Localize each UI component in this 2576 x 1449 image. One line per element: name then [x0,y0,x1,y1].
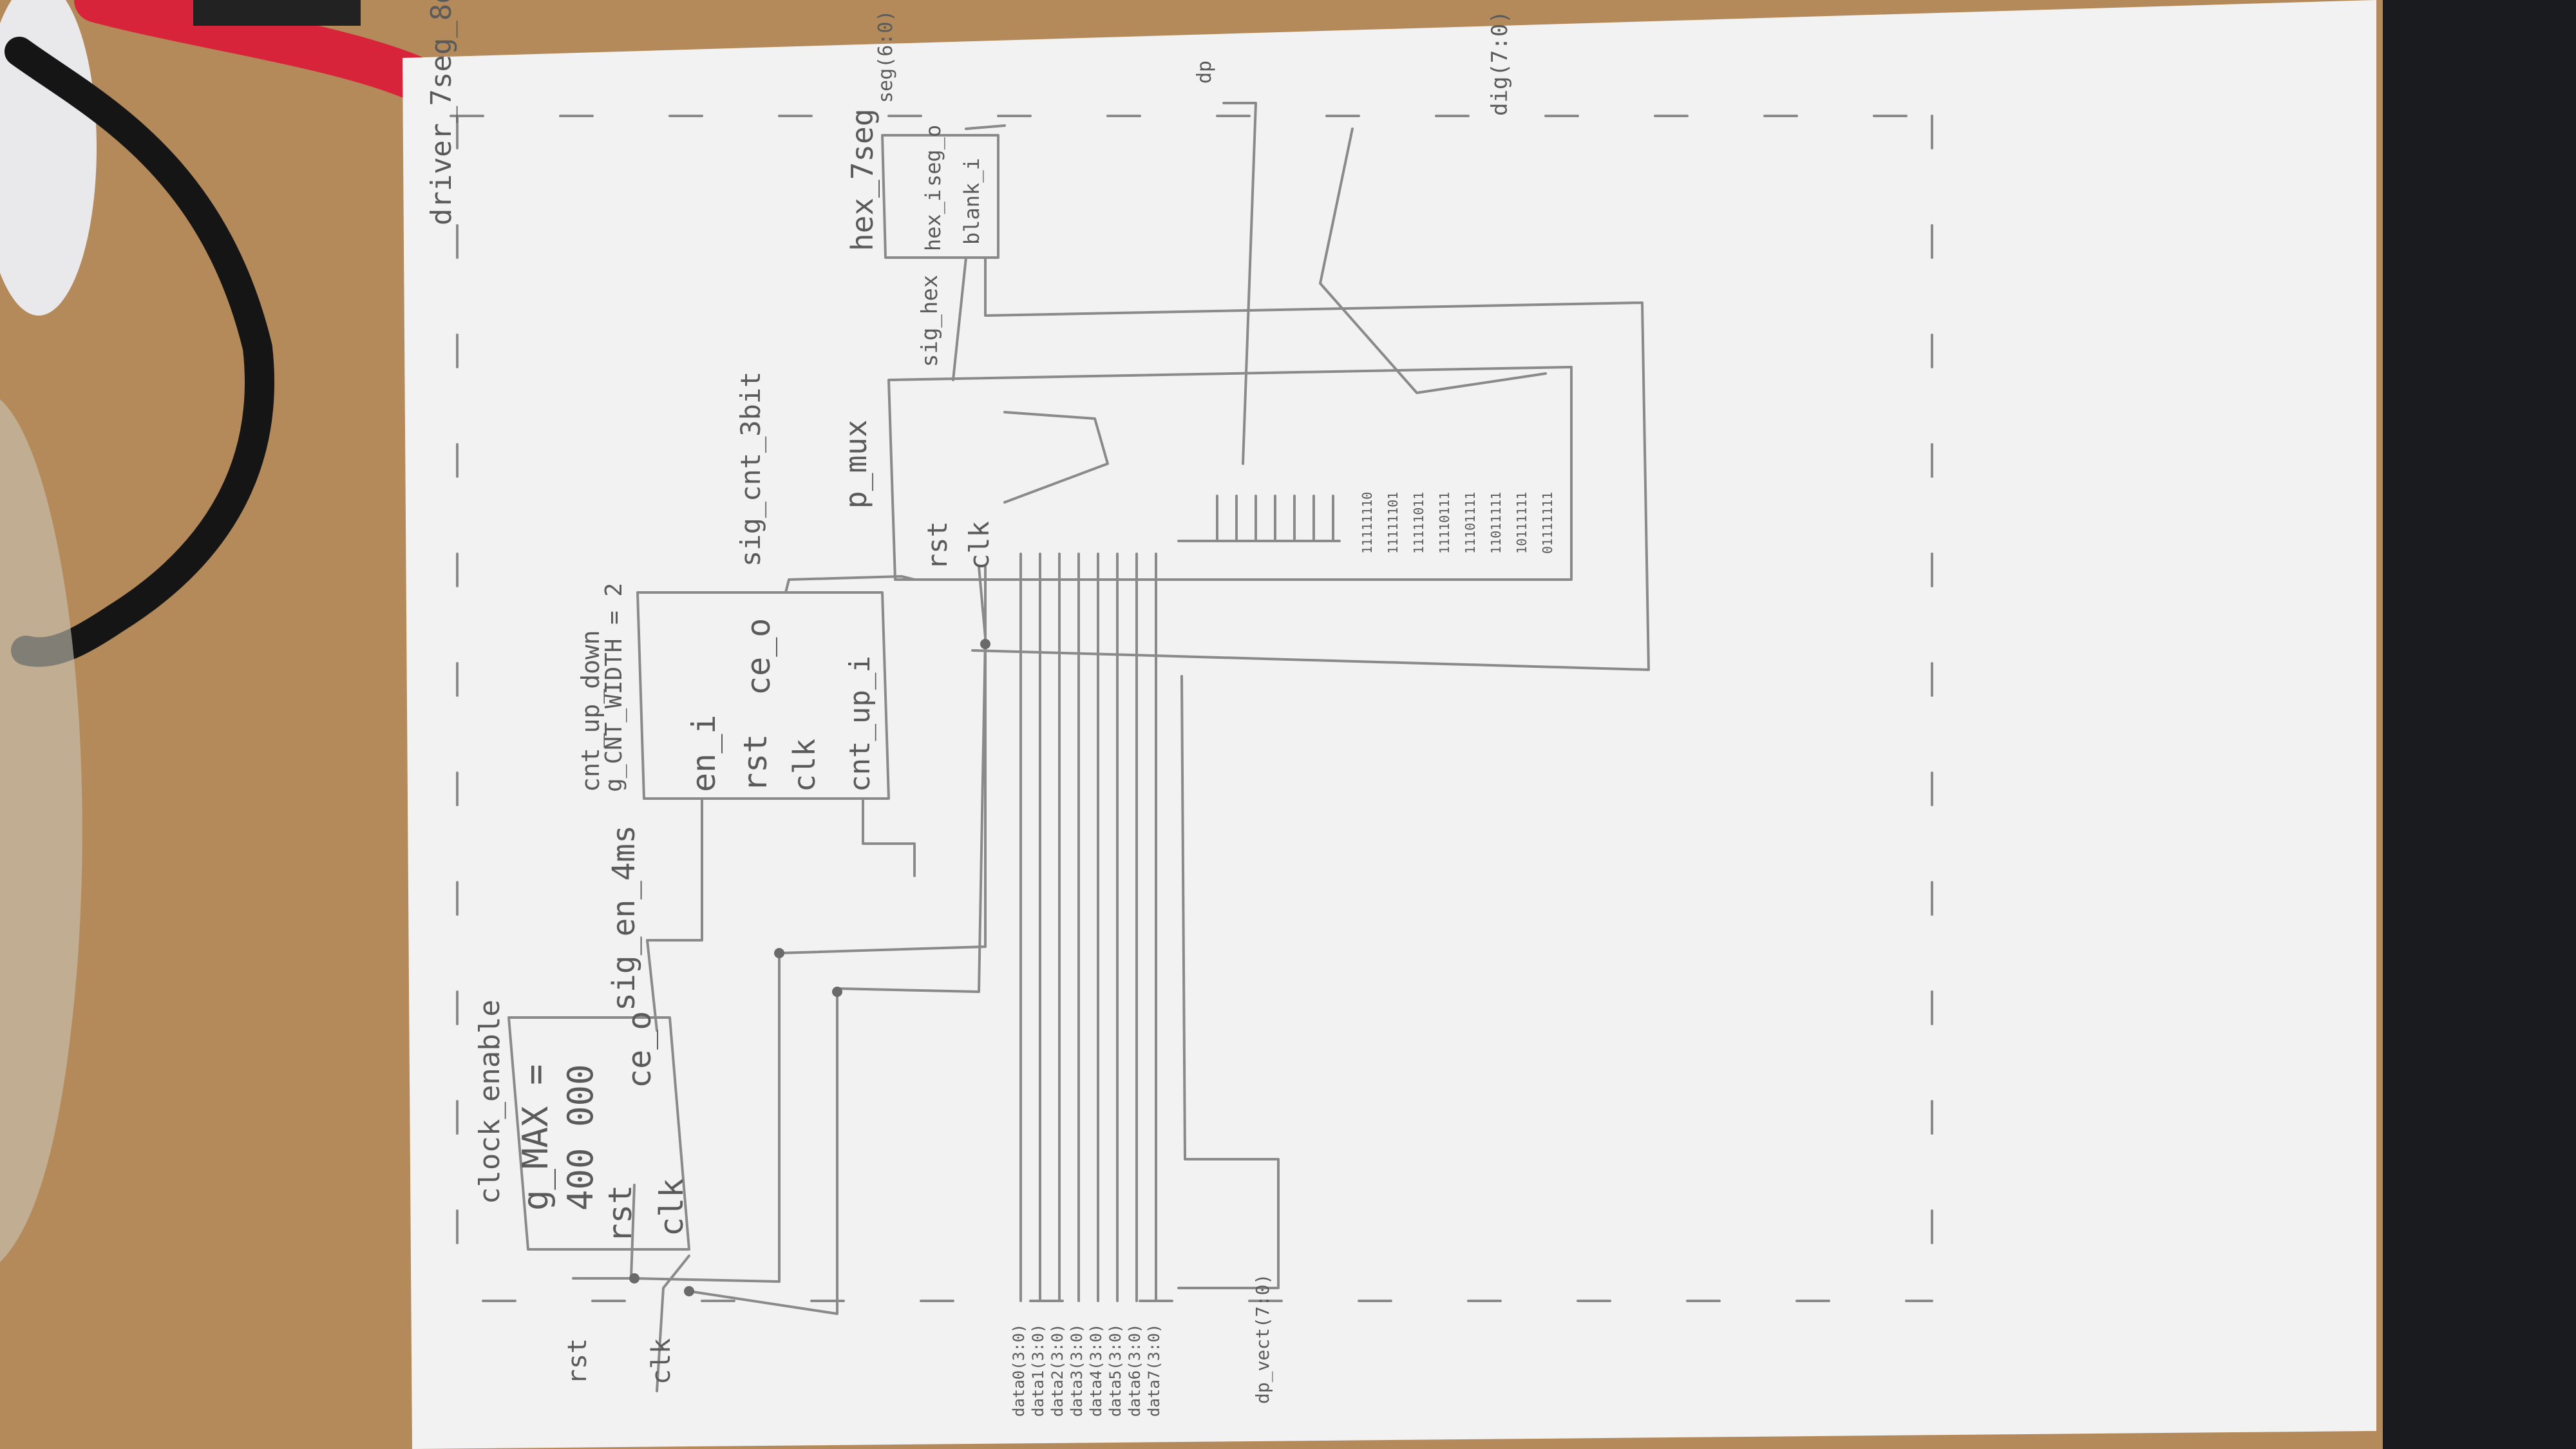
counter-port-en-i: en_i [685,715,723,792]
clk-en-port-rst: rst [601,1185,639,1243]
input-data-5: data5(3:0) [1106,1324,1124,1417]
plastic-bag [0,399,82,1262]
red-pen [74,0,435,100]
mux-code-2: 11111011 [1411,492,1426,554]
counter-port-cnt-up-i: cnt_up_i [844,656,876,792]
input-clk: clk [647,1338,676,1385]
mux-block [887,366,1573,581]
output-dp: dp [1193,61,1216,84]
mux-port-clk: clk [963,521,995,570]
counter-generic-1: cnt_up_down [576,630,605,792]
label-sig-en-4ms: sig_en_4ms [606,825,642,1011]
junction-dot [774,948,784,958]
clk-en-generic-2: 400 000 [560,1064,601,1211]
hex7seg-port-blank-i: blank_i [960,158,984,245]
paper-sheet [402,0,2376,1449]
wire-sig-cnt-3bit [784,575,916,594]
label-sig-cnt-3bit: sig_cnt_3bit [735,372,766,567]
counter-generic-2: g_CNT_WIDTH = 2 [601,583,627,792]
wire-sig-en-4ms [646,797,703,1032]
counter-port-ce-o: ce_o [740,618,777,696]
mux-code-list: 11111110 11111101 11111011 11110111 1110… [1359,492,1555,554]
label-sig-hex: sig_hex [917,275,943,367]
wire-blank [971,256,1650,671]
mux-code-0: 11111110 [1359,492,1375,554]
clk-en-port-ce-o: ce_o [621,1011,658,1088]
mux-code-3: 11110111 [1437,492,1452,554]
counter-port-rst: rst [737,734,774,792]
dig-lines [1177,495,1341,542]
mux-code-4: 11101111 [1463,492,1478,554]
output-seg: seg(6:0) [875,10,897,104]
counter-port-clk: clk [787,739,822,792]
mux-code-7: 01111111 [1540,492,1555,554]
junction-dot [832,987,842,997]
top-entity-name: driver_7seg_8digit [425,0,458,225]
data-bus-lines [1019,553,1157,1302]
black-cable [5,37,274,667]
clk-en-port-clk: clk [653,1179,690,1236]
wire-dig [1319,128,1547,394]
mux-code-6: 10111111 [1514,492,1530,554]
wire-mux-select [1003,411,1109,504]
hex7seg-block [881,134,999,259]
wire-dp-vect [1177,675,1280,1289]
hex7seg-title: hex_7seg [845,108,880,251]
hex7seg-port-seg-o: seg_o [921,125,945,187]
output-dig: dig(7:0) [1487,10,1513,116]
input-rst: rst [563,1338,592,1385]
input-data-7: data7(3:0) [1145,1324,1163,1417]
mux-title: p_mux [838,420,873,509]
wire-clk-dist [688,565,987,1315]
input-data-6: data6(3:0) [1126,1324,1144,1417]
clk-en-title: clock_enable [473,999,506,1204]
hex7seg-port-hex-i: hex_i [921,189,945,251]
input-dp-vect: dp_vect(7:0) [1252,1274,1274,1404]
mux-code-1: 11111101 [1385,492,1401,554]
input-data-4: data4(3:0) [1087,1324,1105,1417]
junction-dot [684,1286,694,1296]
junction-dot [629,1273,639,1283]
clock-enable-block [507,1016,690,1251]
pen-cap [193,0,361,26]
mux-port-rst: rst [922,521,953,570]
wire-seg [965,124,1006,130]
mux-code-5: 11011111 [1488,492,1504,554]
input-data-0: data0(3:0) [1010,1324,1028,1417]
wire-clk [656,1255,690,1392]
input-data-3: data3(3:0) [1068,1324,1086,1417]
wire-cnt-up [862,797,916,877]
wire-sig-hex [952,256,967,381]
input-data-1: data1(3:0) [1029,1324,1047,1417]
wire-dp [1222,102,1257,465]
input-data-2: data2(3:0) [1048,1324,1066,1417]
dark-cloth [2383,0,2576,1449]
clk-en-generic-1: g_MAX = [515,1064,556,1211]
counter-block [636,591,890,800]
data-input-labels: data0(3:0) data1(3:0) data2(3:0) data3(3… [1010,1324,1163,1417]
junction-dot [980,639,990,649]
